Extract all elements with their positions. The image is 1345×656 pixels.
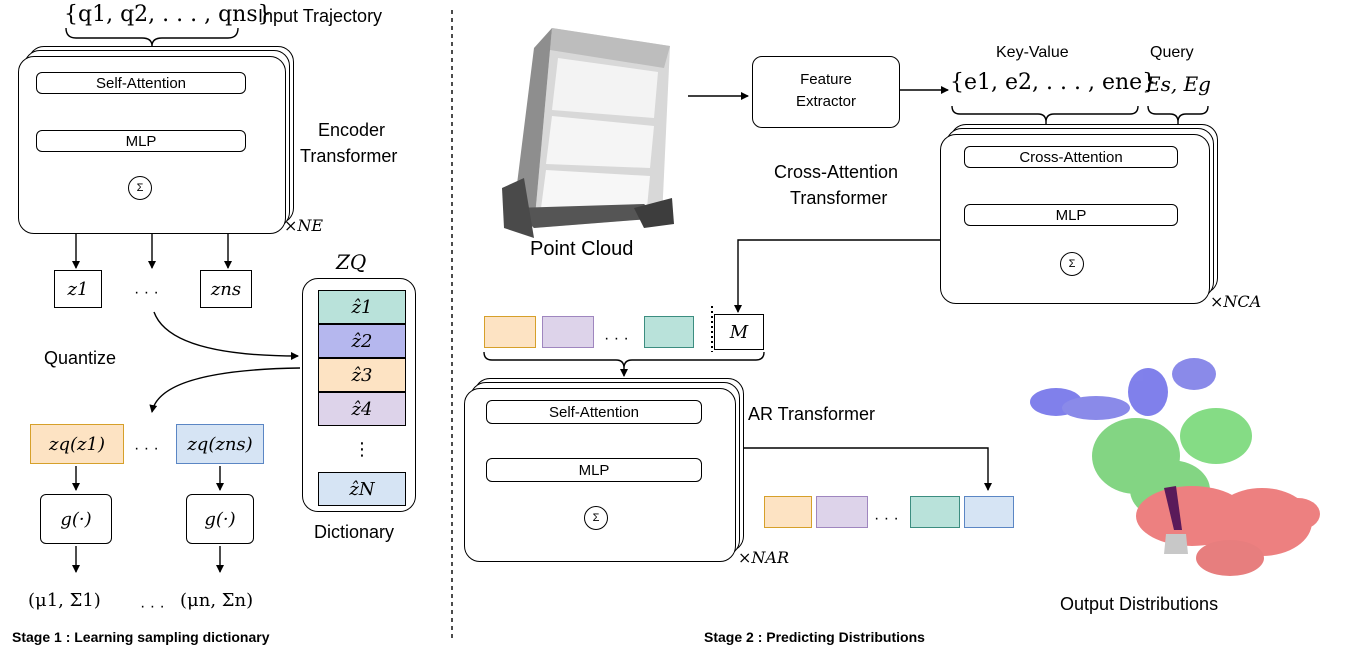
output-token-2 [816,496,868,528]
decoder-g-1: g(·) [40,494,112,544]
dict-entry-1: ẑ1 [318,290,406,324]
dict-vertical-ellipsis: ⋮ [318,426,406,472]
encoder-sum-node: Σ [128,176,152,200]
output-params-1: (μ1, Σ1) [28,590,101,611]
latent-z1: z1 [54,270,102,308]
input-trajectory-set: {q1, q2, . . . , qns} [64,2,272,27]
output-params-n: (μn, Σn) [180,590,254,611]
quantized-ellipsis: · · · [134,440,159,457]
input-token-3 [644,316,694,348]
dict-entry-2: ẑ2 [318,324,406,358]
feature-extractor-line1: Feature [800,71,852,88]
encoder-self-attention: Self-Attention [36,72,246,94]
quantized-z1: zq(z1) [30,424,124,464]
key-value-brace [951,105,1139,123]
feature-extractor-line2: Extractor [795,93,856,110]
encoder-label-line2: Transformer [300,146,398,166]
token-brace [483,351,765,369]
input-token-1 [484,316,536,348]
query-brace [1147,105,1209,123]
output-token-3 [910,496,960,528]
output-distributions-image [1030,358,1320,576]
cross-attention-layer: Cross-Attention [964,146,1178,168]
ca-mlp: MLP [964,204,1178,226]
output-ellipsis: · · · [140,598,165,615]
dictionary-title: ZQ [336,250,367,274]
decoder-g-n: g(·) [186,494,254,544]
output-distributions-label: Output Distributions [1060,594,1219,614]
dictionary-label: Dictionary [314,522,395,542]
ar-self-attention: Self-Attention [486,400,702,424]
encoder-repeat: ×NE [284,216,324,235]
dict-entry-n: ẑN [318,472,406,506]
quantize-label: Quantize [44,348,117,368]
encoder-label-line1: Encoder [318,120,386,140]
key-value-set: {e1, e2, . . . , ene} [950,70,1157,95]
ca-label-line1: Cross-Attention [774,162,899,182]
point-cloud-image [502,28,674,238]
dict-entry-3: ẑ3 [318,358,406,392]
token-ellipsis: · · · [604,330,629,347]
dictionary-entries: ẑ1 ẑ2 ẑ3 ẑ4 ⋮ ẑN [318,290,406,506]
ar-repeat: ×NAR [738,548,790,567]
input-brace [65,27,239,47]
key-value-label: Key-Value [996,44,1069,61]
input-token-2 [542,316,594,348]
input-trajectory-label: Input Trajectory [258,6,383,26]
query-set: Es, Eg [1146,72,1211,96]
point-cloud-label: Point Cloud [530,238,634,260]
encoder-mlp: MLP [36,130,246,152]
output-token-4 [964,496,1014,528]
ar-mlp: MLP [486,458,702,482]
ca-repeat: ×NCA [1210,292,1262,311]
ar-label: AR Transformer [748,404,876,424]
latent-zns: zns [200,270,252,308]
stage2-caption: Stage 2 : Predicting Distributions [704,629,925,645]
query-label: Query [1150,44,1194,61]
ca-label-line2: Transformer [790,188,888,208]
output-token-ellipsis: · · · [874,510,899,527]
stage1-caption: Stage 1 : Learning sampling dictionary [12,629,270,645]
output-token-1 [764,496,812,528]
quantized-zns: zq(zns) [176,424,264,464]
mask-token: M [714,314,764,350]
latent-ellipsis: · · · [134,284,159,301]
dict-entry-4: ẑ4 [318,392,406,426]
ar-sum-node: Σ [584,506,608,530]
feature-extractor: Feature Extractor [752,56,900,128]
ca-sum-node: Σ [1060,252,1084,276]
